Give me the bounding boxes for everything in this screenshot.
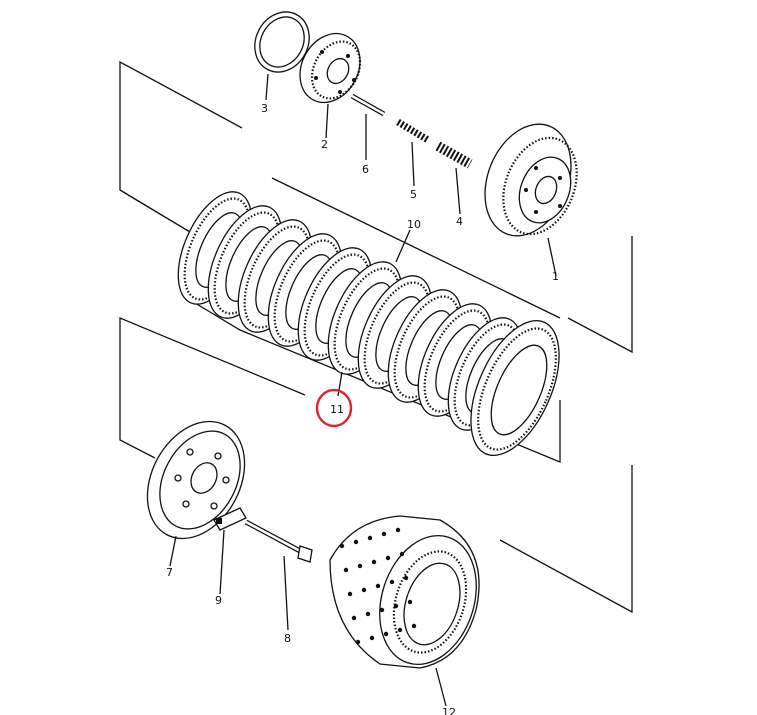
clutch-disc — [470, 319, 560, 457]
housing-hole — [399, 551, 405, 557]
upper-bracket-lines — [119, 60, 633, 354]
housing-hole — [379, 607, 385, 613]
housing-hole — [389, 579, 395, 585]
part-6-pin — [350, 93, 386, 160]
callout-3: 3 — [261, 102, 268, 115]
part-1-piston — [484, 123, 578, 277]
part-8-bolt — [244, 519, 313, 631]
housing-hole — [397, 627, 403, 633]
callout-9: 9 — [215, 594, 222, 607]
housing-bolt-holes — [339, 527, 417, 645]
callout-6: 6 — [362, 163, 369, 176]
housing-hole — [347, 591, 353, 597]
part-11-leader — [337, 371, 343, 397]
housing-hole — [355, 639, 361, 645]
housing-hole — [371, 559, 377, 565]
callout-1: 1 — [552, 270, 559, 283]
highlight-circle — [315, 388, 353, 428]
part-2-hub — [299, 32, 362, 139]
housing-hole — [411, 623, 417, 629]
callout-labels: 3 2 6 5 4 10 1 11 7 9 8 12 — [166, 102, 559, 715]
housing-hole — [351, 615, 357, 621]
housing-hole — [403, 575, 409, 581]
lower-bracket-lines — [119, 317, 633, 614]
housing-hole — [385, 555, 391, 561]
callout-11: 11 — [330, 403, 344, 416]
housing-hole — [343, 567, 349, 573]
part-4-spring — [435, 141, 473, 215]
housing-hole — [357, 563, 363, 569]
housing-hole — [367, 535, 373, 541]
callout-2: 2 — [321, 138, 328, 151]
clutch-disc-bore — [490, 344, 548, 436]
housing-hole — [395, 527, 401, 533]
disc-pack-top-line — [271, 177, 561, 319]
housing-hole — [381, 531, 387, 537]
clutch-disc-pack — [177, 177, 561, 463]
part-7-cover — [146, 420, 246, 567]
housing-hole — [375, 583, 381, 589]
callout-5: 5 — [410, 188, 417, 201]
housing-hole — [393, 603, 399, 609]
housing-hole — [365, 611, 371, 617]
clutch-disc-teeth — [477, 327, 557, 451]
housing-hole — [339, 543, 345, 549]
housing-hole — [369, 635, 375, 641]
callout-8: 8 — [284, 632, 291, 645]
callout-4: 4 — [456, 215, 463, 228]
part-9-lockplate — [213, 507, 247, 595]
part-12-housing — [329, 515, 480, 707]
housing-hole — [361, 587, 367, 593]
part-10-leader — [395, 229, 411, 263]
callout-10: 10 — [407, 218, 421, 231]
part-5-spring — [396, 118, 430, 187]
housing-hole — [353, 539, 359, 545]
housing-hole — [383, 631, 389, 637]
callout-7: 7 — [166, 566, 173, 579]
callout-12: 12 — [442, 706, 456, 715]
housing-hole — [407, 599, 413, 605]
